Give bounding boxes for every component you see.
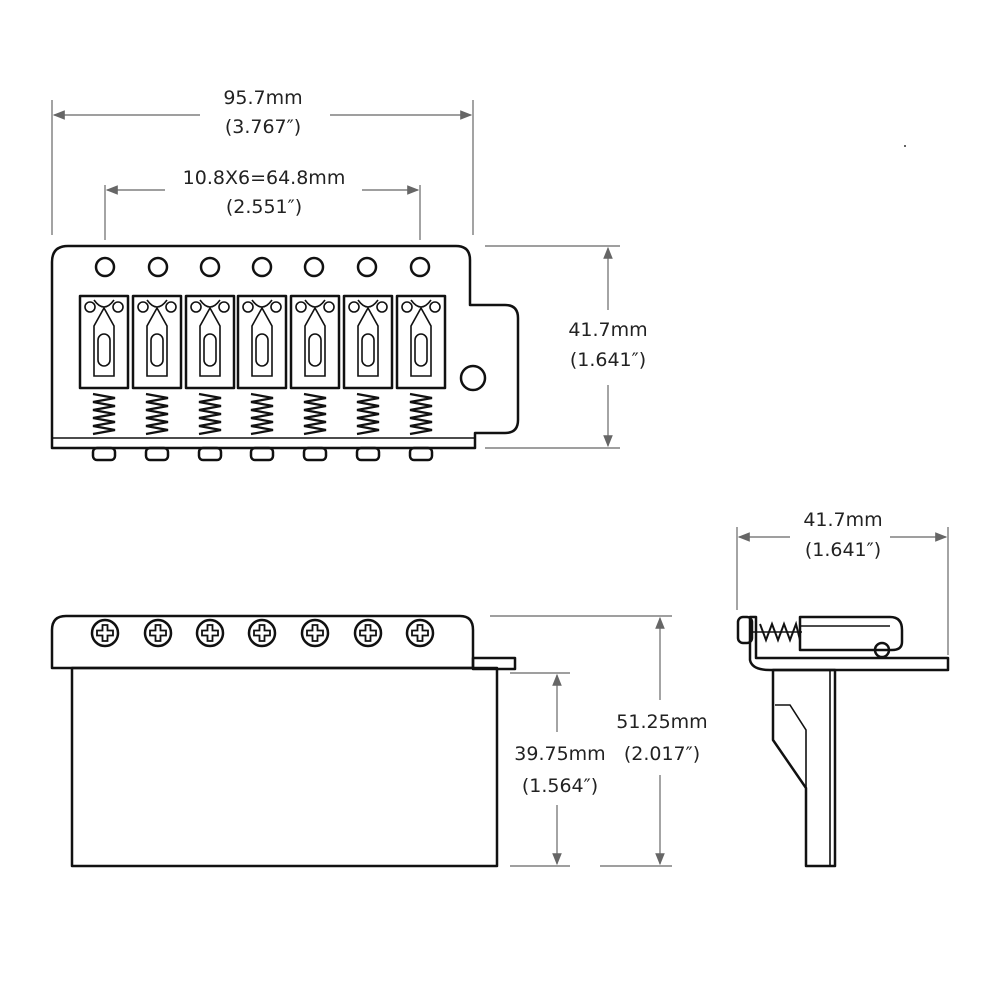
- side-saddle: [798, 615, 904, 652]
- overall-width-dimension: 95.7mm (3.767″): [51, 87, 474, 235]
- front-view: [50, 614, 517, 868]
- side-depth-inch: (1.641″): [805, 539, 881, 561]
- arm-hole: [459, 364, 487, 392]
- string-spacing-mm: 10.8X6=64.8mm: [183, 167, 346, 189]
- plate-depth-dimension: 41.7mm (1.641″): [485, 245, 648, 449]
- screw-head-icon: [90, 618, 120, 648]
- block-height-dimension: 39.75mm (1.564″): [510, 672, 606, 867]
- tremolo-block: [70, 666, 499, 868]
- total-height-inch: (2.017″): [624, 743, 700, 765]
- saddles: [78, 294, 447, 390]
- saddle-springs: [91, 392, 434, 436]
- block-height-inch: (1.564″): [522, 775, 598, 797]
- total-height-dimension: 51.25mm (2.017″): [490, 615, 708, 867]
- total-height-mm: 51.25mm: [616, 711, 707, 733]
- base-plate-outline: [50, 244, 520, 450]
- overall-width-mm: 95.7mm: [223, 87, 302, 109]
- saddle: [395, 294, 447, 390]
- overall-width-inch: (3.767″): [225, 116, 301, 138]
- side-block: [771, 668, 837, 868]
- plate-depth-inch: (1.641″): [570, 349, 646, 371]
- mounting-holes: [94, 256, 431, 278]
- saddle: [236, 294, 288, 390]
- string-spacing-dimension: 10.8X6=64.8mm (2.551″): [104, 167, 421, 240]
- saddle: [289, 294, 341, 390]
- block-height-mm: 39.75mm: [514, 743, 605, 765]
- screw-head-icon: [300, 618, 330, 648]
- saddle: [342, 294, 394, 390]
- mounting-screws: [90, 618, 435, 648]
- side-depth-mm: 41.7mm: [803, 509, 882, 531]
- side-depth-dimension: 41.7mm (1.641″): [736, 509, 949, 655]
- plate-depth-mm: 41.7mm: [568, 319, 647, 341]
- screw-head-icon: [195, 618, 225, 648]
- top-view: [50, 244, 520, 462]
- intonation-screw-ends: [91, 446, 434, 462]
- screw-head-icon: [143, 618, 173, 648]
- screw-head-icon: [405, 618, 435, 648]
- side-plate: [748, 615, 950, 672]
- side-view: [736, 615, 950, 868]
- screw-head-icon: [247, 618, 277, 648]
- saddle: [78, 294, 130, 390]
- saddle: [184, 294, 236, 390]
- saddle: [131, 294, 183, 390]
- screw-head-icon: [353, 618, 383, 648]
- string-spacing-inch: (2.551″): [226, 196, 302, 218]
